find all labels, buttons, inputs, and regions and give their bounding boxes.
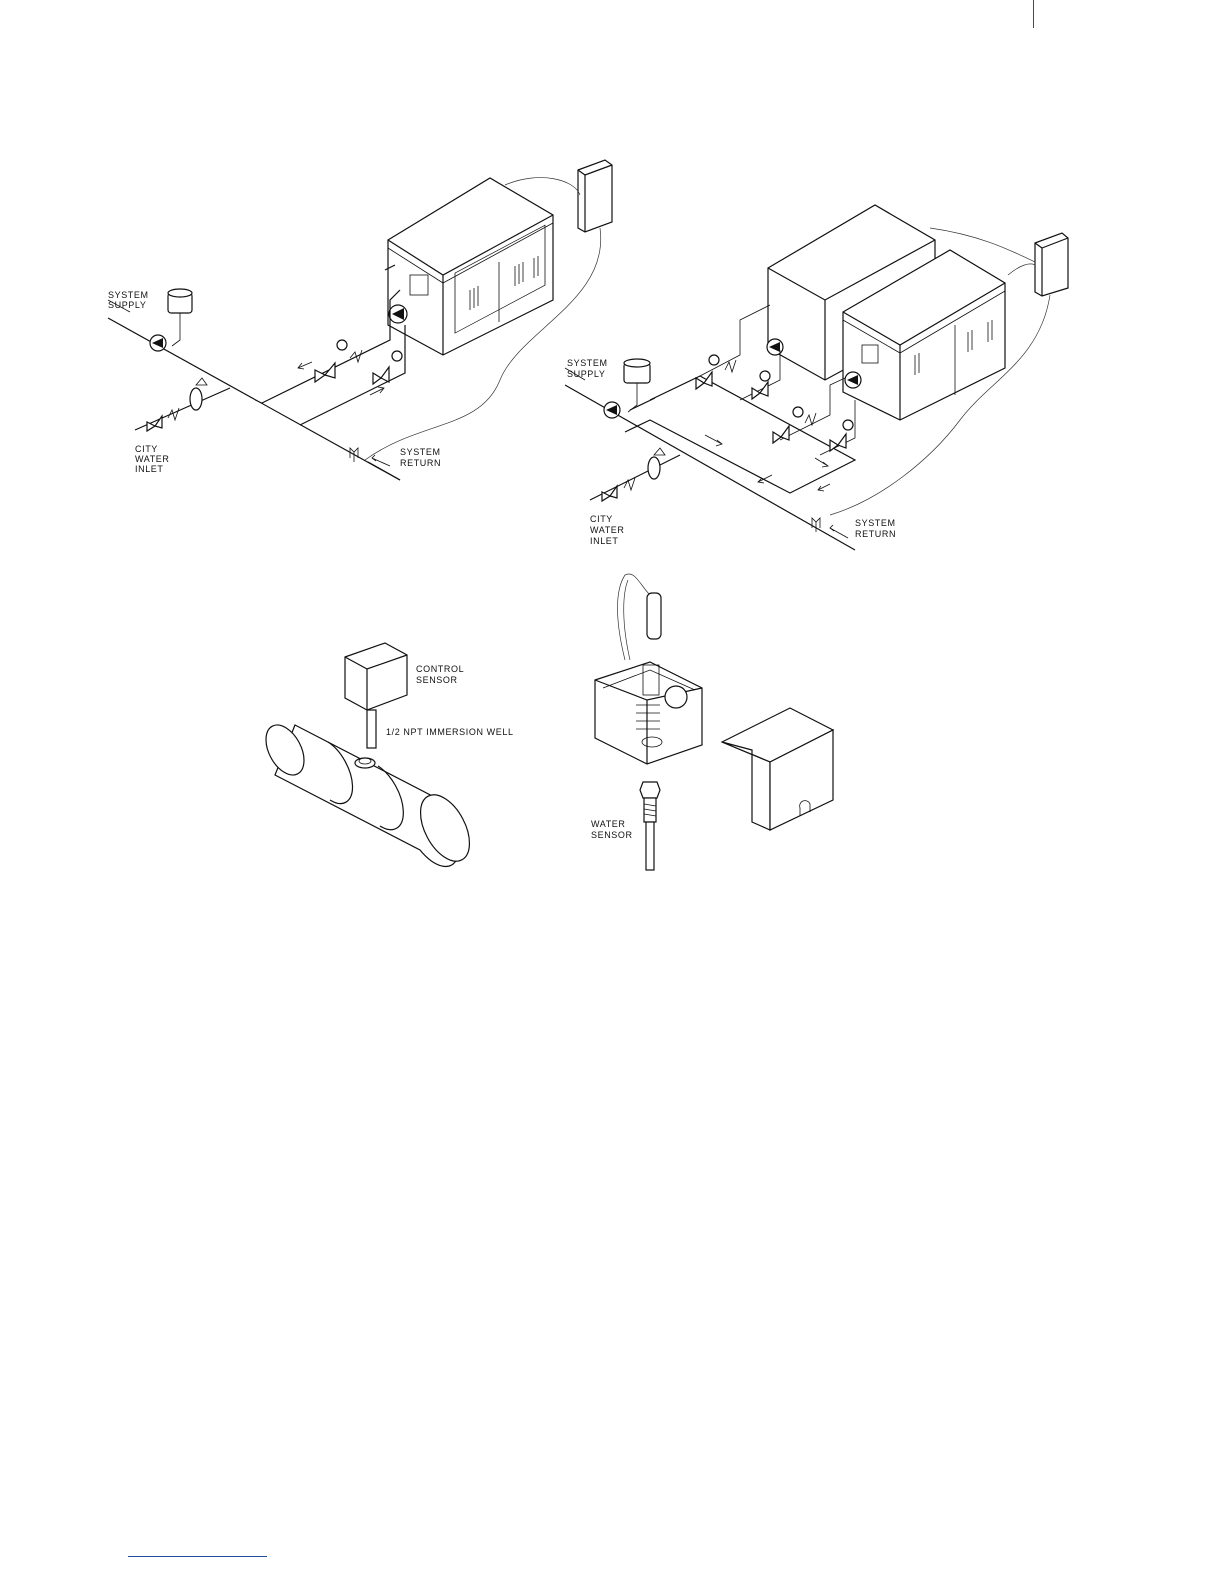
system-supply-label: SUPPLY (567, 369, 605, 379)
control-wire (1008, 264, 1035, 275)
water-sensor-label: WATER (591, 819, 626, 829)
city-water-inlet-label: INLET (135, 464, 164, 474)
sensor-enclosure-icon (595, 662, 702, 764)
control-panel-icon (1035, 233, 1068, 296)
control-sensor-label: SENSOR (416, 675, 458, 685)
city-water-inlet-label: CITY (135, 444, 158, 454)
sensor-wire (618, 574, 651, 660)
boiler-unit-icon (388, 178, 553, 355)
immersion-well-label: 1/2 NPT IMMERSION WELL (386, 727, 514, 737)
sensor-bulb-icon (647, 593, 661, 639)
system-supply-label: SUPPLY (108, 300, 146, 310)
water-sensor-label: SENSOR (591, 830, 633, 840)
control-wire (505, 178, 580, 195)
immersion-well-icon (367, 710, 376, 748)
city-water-inlet-label: INLET (590, 536, 619, 546)
city-water-inlet-label: WATER (590, 525, 625, 535)
system-return-label: RETURN (400, 458, 441, 468)
control-sensor-icon (345, 643, 407, 710)
control-panel-icon (578, 160, 612, 232)
system-supply-label: SYSTEM (567, 358, 608, 368)
system-supply-label: SYSTEM (108, 290, 149, 300)
enclosure-cover-icon (722, 708, 833, 830)
system-return-label: SYSTEM (400, 447, 441, 457)
system-return-label: SYSTEM (855, 518, 896, 528)
expansion-tank-icon (624, 359, 650, 412)
single-boiler-diagram (108, 160, 612, 480)
water-sensor-well-icon (640, 782, 660, 870)
valve-icon (315, 340, 402, 384)
control-sensor-label: CONTROL (416, 664, 464, 674)
sensor-wire (624, 580, 630, 660)
inlet-valves-icon (147, 378, 207, 431)
expansion-tank-icon (168, 289, 192, 346)
dual-boiler-diagram (565, 205, 1068, 550)
system-return-label: RETURN (855, 529, 896, 539)
city-water-inlet-label: WATER (135, 454, 170, 464)
water-sensor-diagram (595, 574, 833, 870)
city-water-inlet-label: CITY (590, 514, 613, 524)
inlet-valves-icon (602, 448, 665, 501)
